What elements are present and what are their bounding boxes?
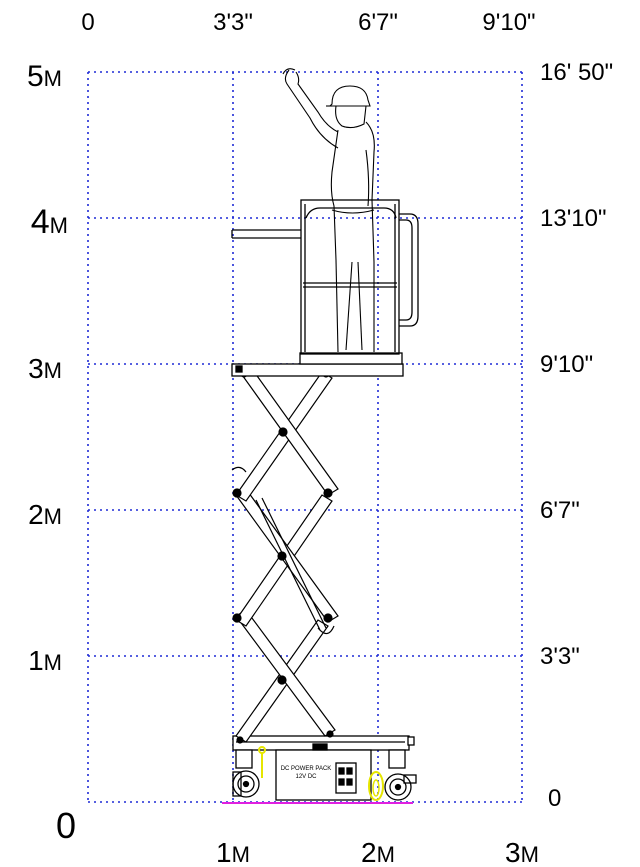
bottom-axis: 1M 2M 3M <box>216 837 539 867</box>
guardrail <box>231 199 419 355</box>
left-tick-1: 1M <box>28 645 62 676</box>
power-pack-label-1: DC POWER PACK <box>281 766 332 772</box>
scissor-arms <box>231 365 339 744</box>
bottom-tick-3: 3M <box>505 837 539 867</box>
rear-caster <box>384 749 417 801</box>
right-axis: 16' 50" 13'10" 9'10" 6'7" 3'3" 0 <box>540 59 613 812</box>
grid <box>87 71 523 803</box>
top-tick-3: 9'10" <box>482 9 535 36</box>
right-tick-3: 9'10" <box>540 351 593 378</box>
scissor-lift <box>231 68 419 801</box>
right-tick-1: 3'3" <box>540 643 580 670</box>
power-pack-box <box>275 749 372 801</box>
top-tick-0: 0 <box>81 9 94 36</box>
top-tick-2: 6'7" <box>358 9 398 36</box>
bottom-tick-2: 2M <box>361 837 395 867</box>
front-caster <box>232 749 260 798</box>
right-tick-5: 16' 50" <box>540 59 613 86</box>
left-axis: 5M 4M 3M 2M 1M 0 <box>27 60 76 846</box>
right-tick-4: 13'10" <box>540 205 607 232</box>
left-tick-0: 0 <box>56 805 76 846</box>
top-tick-1: 3'3" <box>213 9 253 36</box>
right-tick-2: 6'7" <box>540 497 580 524</box>
right-tick-0: 0 <box>548 785 561 812</box>
base-chassis <box>232 735 417 801</box>
left-tick-3: 3M <box>28 353 62 384</box>
platform-deck <box>231 352 404 377</box>
operator-figure <box>282 68 375 353</box>
left-tick-4: 4M <box>31 203 68 241</box>
left-tick-5: 5M <box>27 60 62 93</box>
power-pack-label-2: 12V DC <box>295 774 317 780</box>
bottom-tick-1: 1M <box>216 837 250 867</box>
left-tick-2: 2M <box>28 499 62 530</box>
top-axis: 0 3'3" 6'7" 9'10" <box>81 9 535 36</box>
